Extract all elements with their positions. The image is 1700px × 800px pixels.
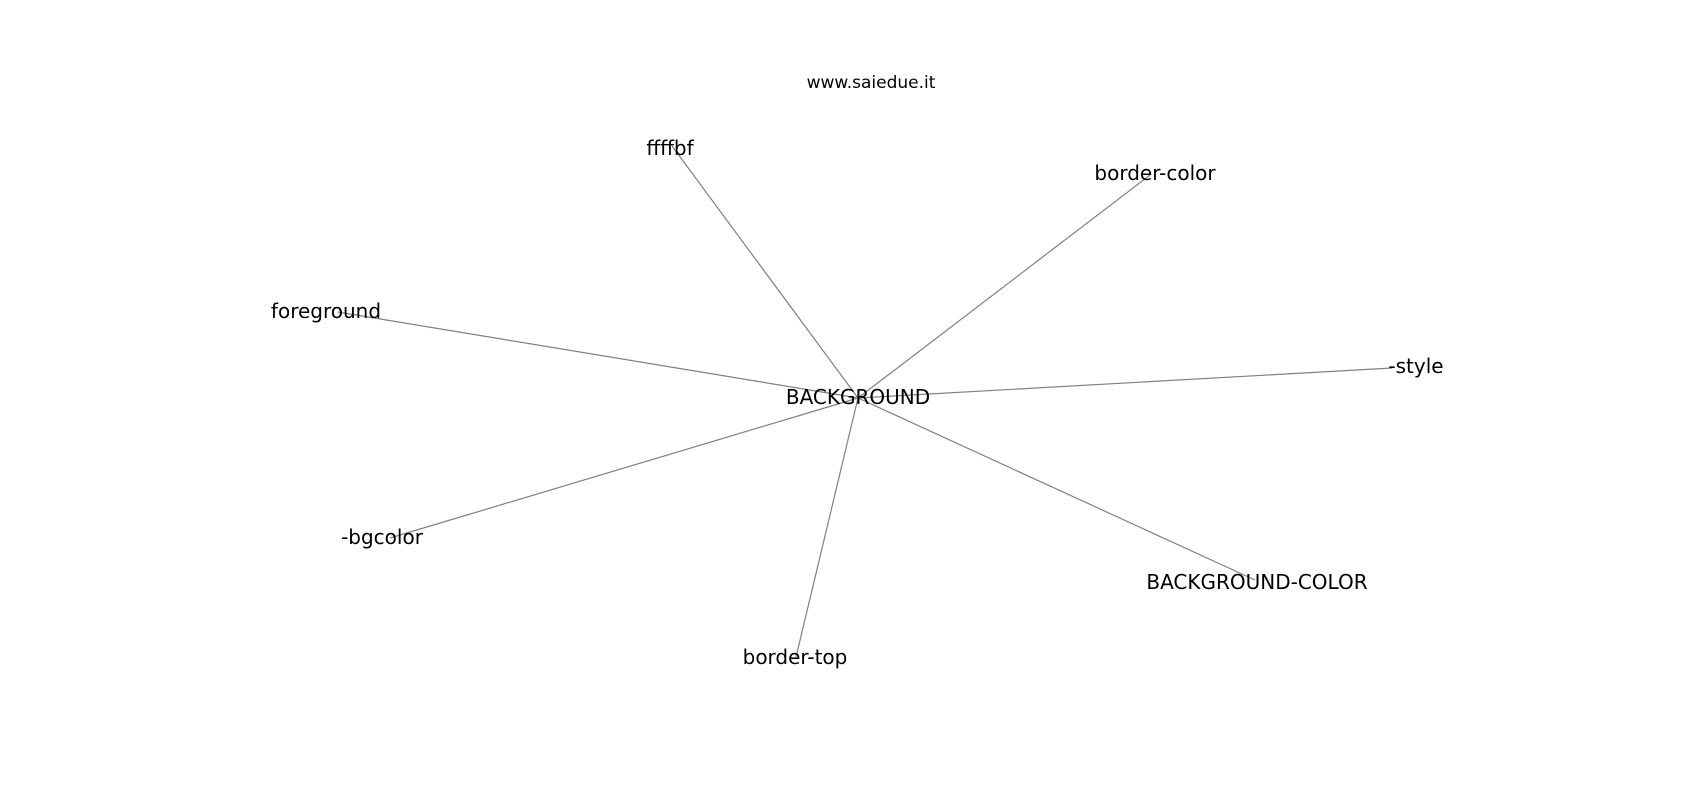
- node-label-background: BACKGROUND: [786, 385, 930, 409]
- edges-group: [337, 145, 1393, 658]
- node-label-style: -style: [1388, 354, 1443, 378]
- edge-background-bgcolor: [389, 397, 859, 539]
- labels-group: www.saiedue.it BACKGROUND ffffbf border-c…: [271, 73, 1444, 669]
- node-label-border-color: border-color: [1094, 161, 1216, 185]
- source-label: www.saiedue.it: [807, 73, 936, 93]
- edge-background-style: [857, 367, 1393, 399]
- node-label-background-color: BACKGROUND-COLOR: [1146, 570, 1367, 594]
- node-label-ffffbf: ffffbf: [646, 136, 694, 160]
- edge-background-background-color: [857, 397, 1256, 581]
- edge-background-border-color: [857, 174, 1151, 399]
- node-label-border-top: border-top: [743, 645, 848, 669]
- node-label-bgcolor: -bgcolor: [341, 525, 424, 549]
- node-label-foreground: foreground: [271, 299, 381, 323]
- edge-background-foreground: [337, 311, 859, 399]
- edge-background-border-top: [795, 397, 859, 658]
- edge-background-ffffbf: [671, 145, 859, 399]
